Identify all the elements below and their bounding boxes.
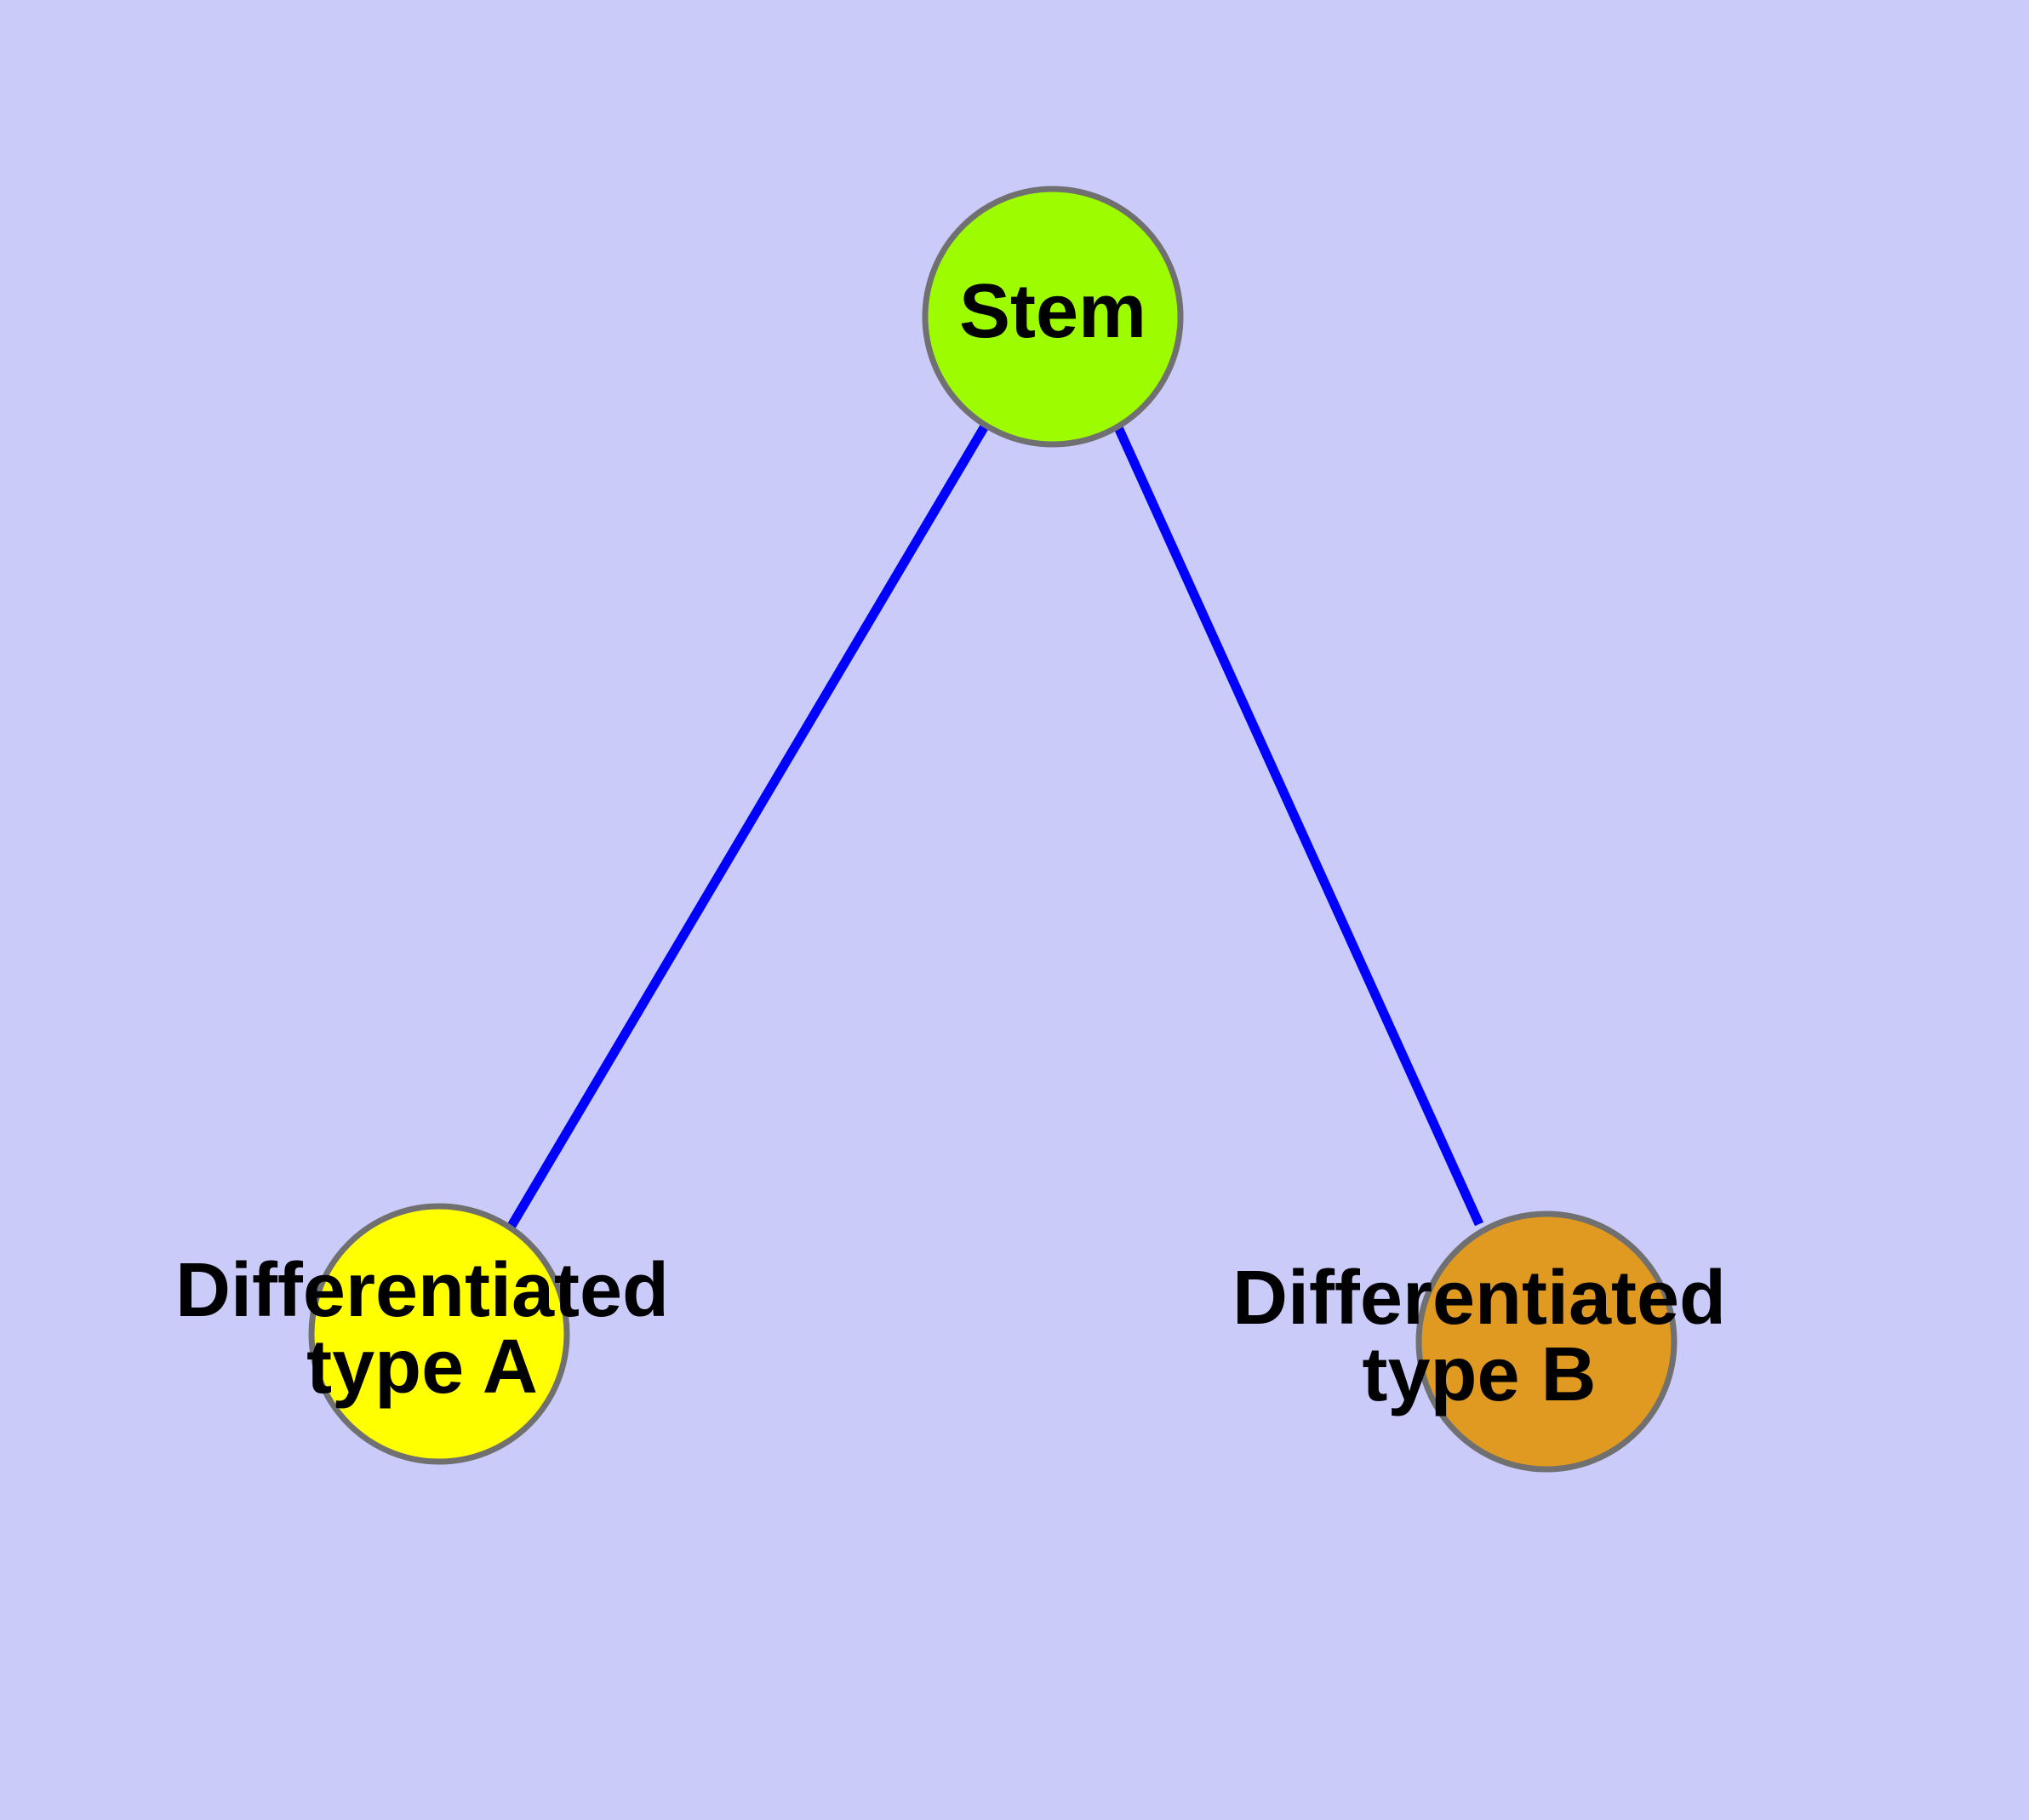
node-label-line: Differentiated bbox=[175, 1248, 669, 1333]
edge-layer bbox=[507, 422, 1484, 1228]
node-label-line: Differentiated bbox=[1232, 1256, 1726, 1341]
node-label-line: type A bbox=[306, 1325, 538, 1410]
node-label-stem: Stem bbox=[959, 269, 1146, 354]
edge-stem-to-diff-b[interactable] bbox=[1112, 423, 1484, 1227]
node-circle-stem[interactable] bbox=[922, 186, 1184, 448]
node-label-line: type B bbox=[1362, 1332, 1596, 1417]
node-layer bbox=[308, 186, 1677, 1473]
node-label-line: Stem bbox=[959, 269, 1146, 354]
edge-stem-to-diff-a[interactable] bbox=[507, 422, 990, 1228]
node-circle-diff_a[interactable] bbox=[308, 1203, 570, 1465]
node-circle-diff_b[interactable] bbox=[1415, 1210, 1677, 1473]
